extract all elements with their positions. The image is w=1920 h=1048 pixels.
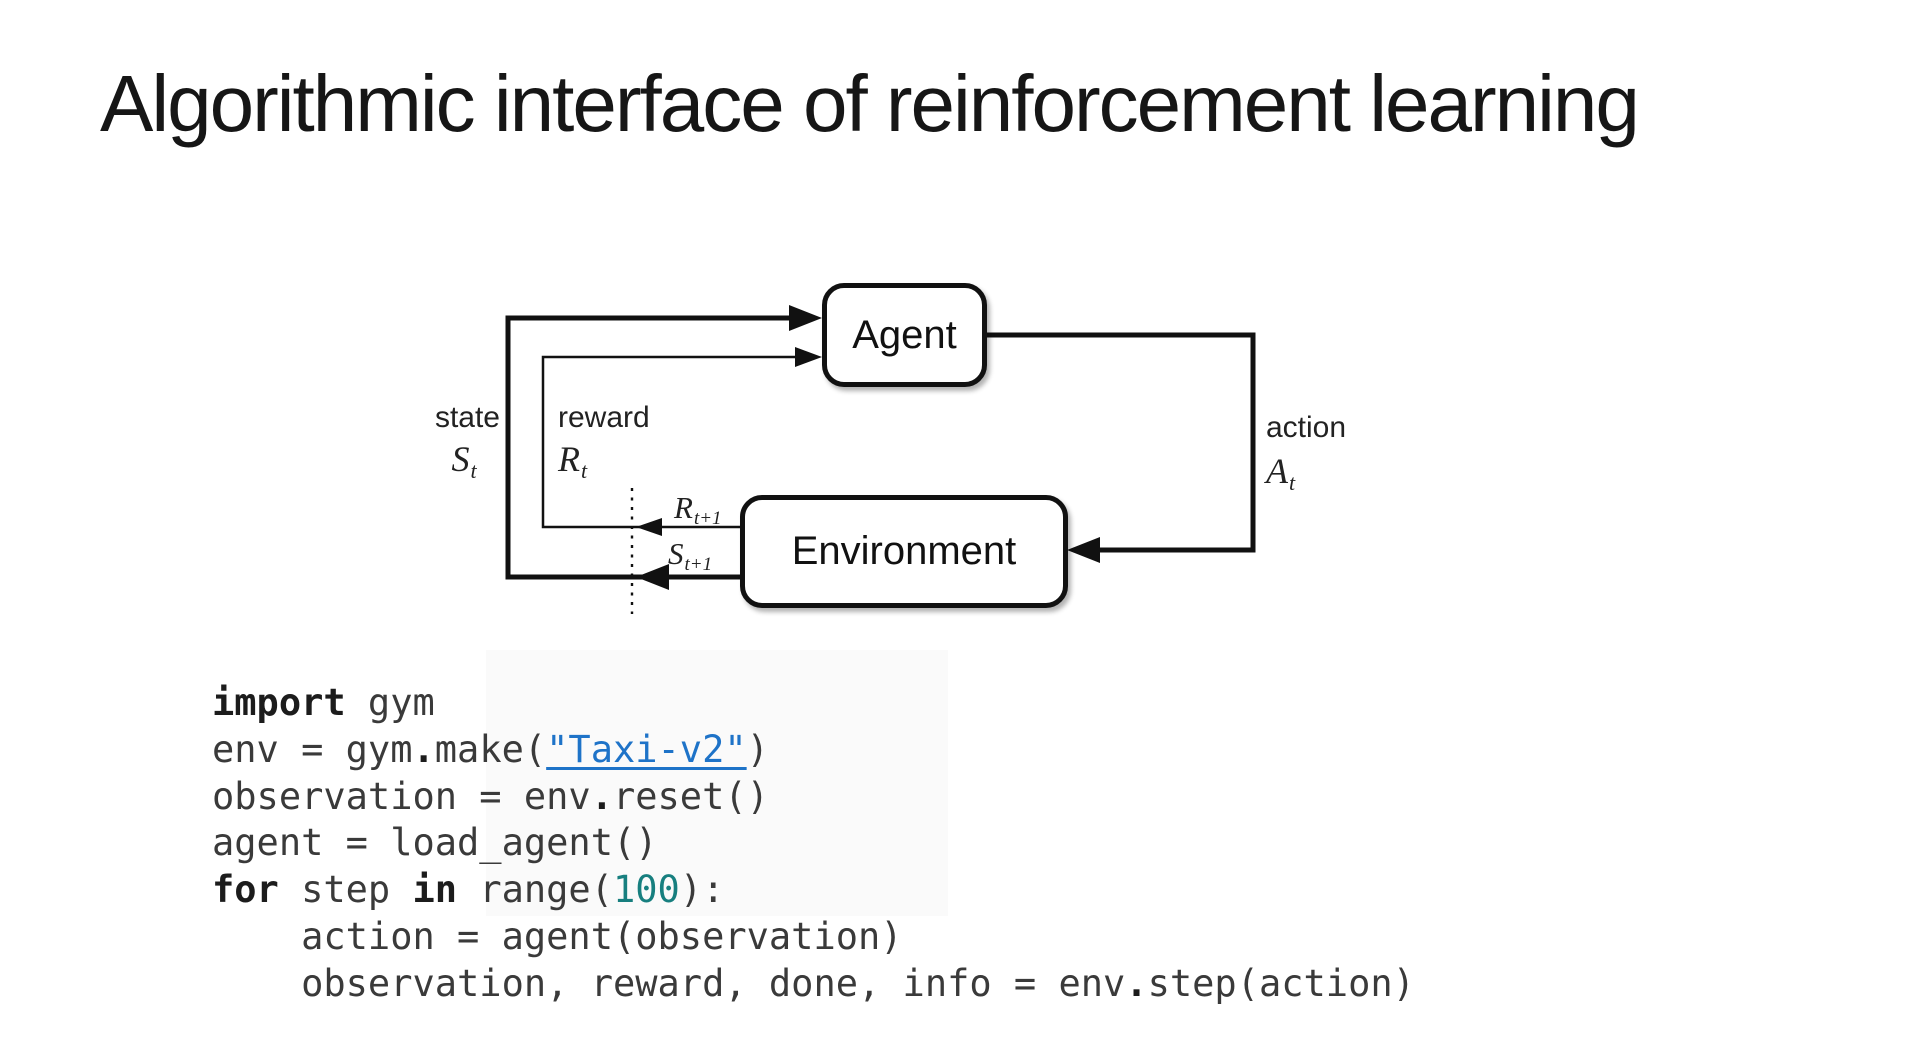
action-symbol-sub: t [1289,470,1296,495]
slide-title: Algorithmic interface of reinforcement l… [100,59,1640,148]
environment-box-label: Environment [791,529,1017,573]
code-line: observation, reward, done, info = env.st… [212,961,1415,1008]
code-token: . [1125,961,1148,1005]
agent-box-label: Agent [852,312,957,357]
agent-box: Agent [822,283,987,387]
reward-next-symbol: Rt+1 [674,490,722,530]
reward-label: reward [558,401,650,434]
code-token: range( [457,868,613,912]
environment-box: Environment [740,495,1068,608]
reward-next-symbol-sub: t+1 [693,508,722,529]
code-token: ) [746,727,769,771]
code-token: . [412,727,435,771]
state-into-agent-arrowhead [789,305,822,331]
code-line: for step in range(100): [212,867,1415,914]
state-next-symbol-main: S [668,536,684,571]
reward-symbol-sub: t [581,458,588,483]
taxi-v2-link[interactable]: "Taxi-v2" [546,727,747,771]
code-token: step(action) [1147,961,1415,1005]
code-token: observation, reward, done, info = env [212,961,1126,1005]
state-symbol: St [428,438,500,484]
reward-symbol: Rt [558,438,587,484]
reward-next-arrowhead [636,518,662,536]
code-line: action = agent(observation) [212,914,1415,961]
action-into-environment-arrowhead [1067,537,1100,563]
state-label: state [434,401,500,434]
action-symbol: At [1266,450,1295,496]
code-token: for [212,868,279,912]
reward-symbol-main: R [558,439,580,479]
action-label: action [1266,411,1347,444]
state-next-symbol: St+1 [668,536,712,576]
state-next-arrowhead [636,564,669,590]
reward-into-agent-arrowhead [795,347,822,367]
code-token: agent = load_agent() [212,821,658,865]
code-token: action = agent(observation) [212,914,903,958]
code-token: . [590,774,613,818]
code-token: gym [345,681,435,724]
code-background-patch [486,650,948,916]
code-token: reset() [612,774,769,818]
code-token: make( [434,727,547,771]
state-next-symbol-sub: t+1 [684,554,713,575]
action-symbol-main: A [1266,451,1288,491]
code-token: step [278,868,413,912]
code-line: agent = load_agent() [212,820,1415,867]
code-line: import gym [212,680,1415,727]
code-token: ): [679,868,725,912]
code-token: 100 [612,868,680,912]
state-symbol-sub: t [470,458,477,483]
code-line: env = gym.make("Taxi-v2") [212,727,1415,774]
state-symbol-main: S [451,439,470,479]
code-token: env = gym [212,727,413,771]
code-token: import [212,681,346,724]
reward-next-symbol-main: R [674,490,693,525]
code-line: observation = env.reset() [212,774,1415,821]
code-token: in [412,868,458,912]
code-token: observation = env [212,774,591,818]
